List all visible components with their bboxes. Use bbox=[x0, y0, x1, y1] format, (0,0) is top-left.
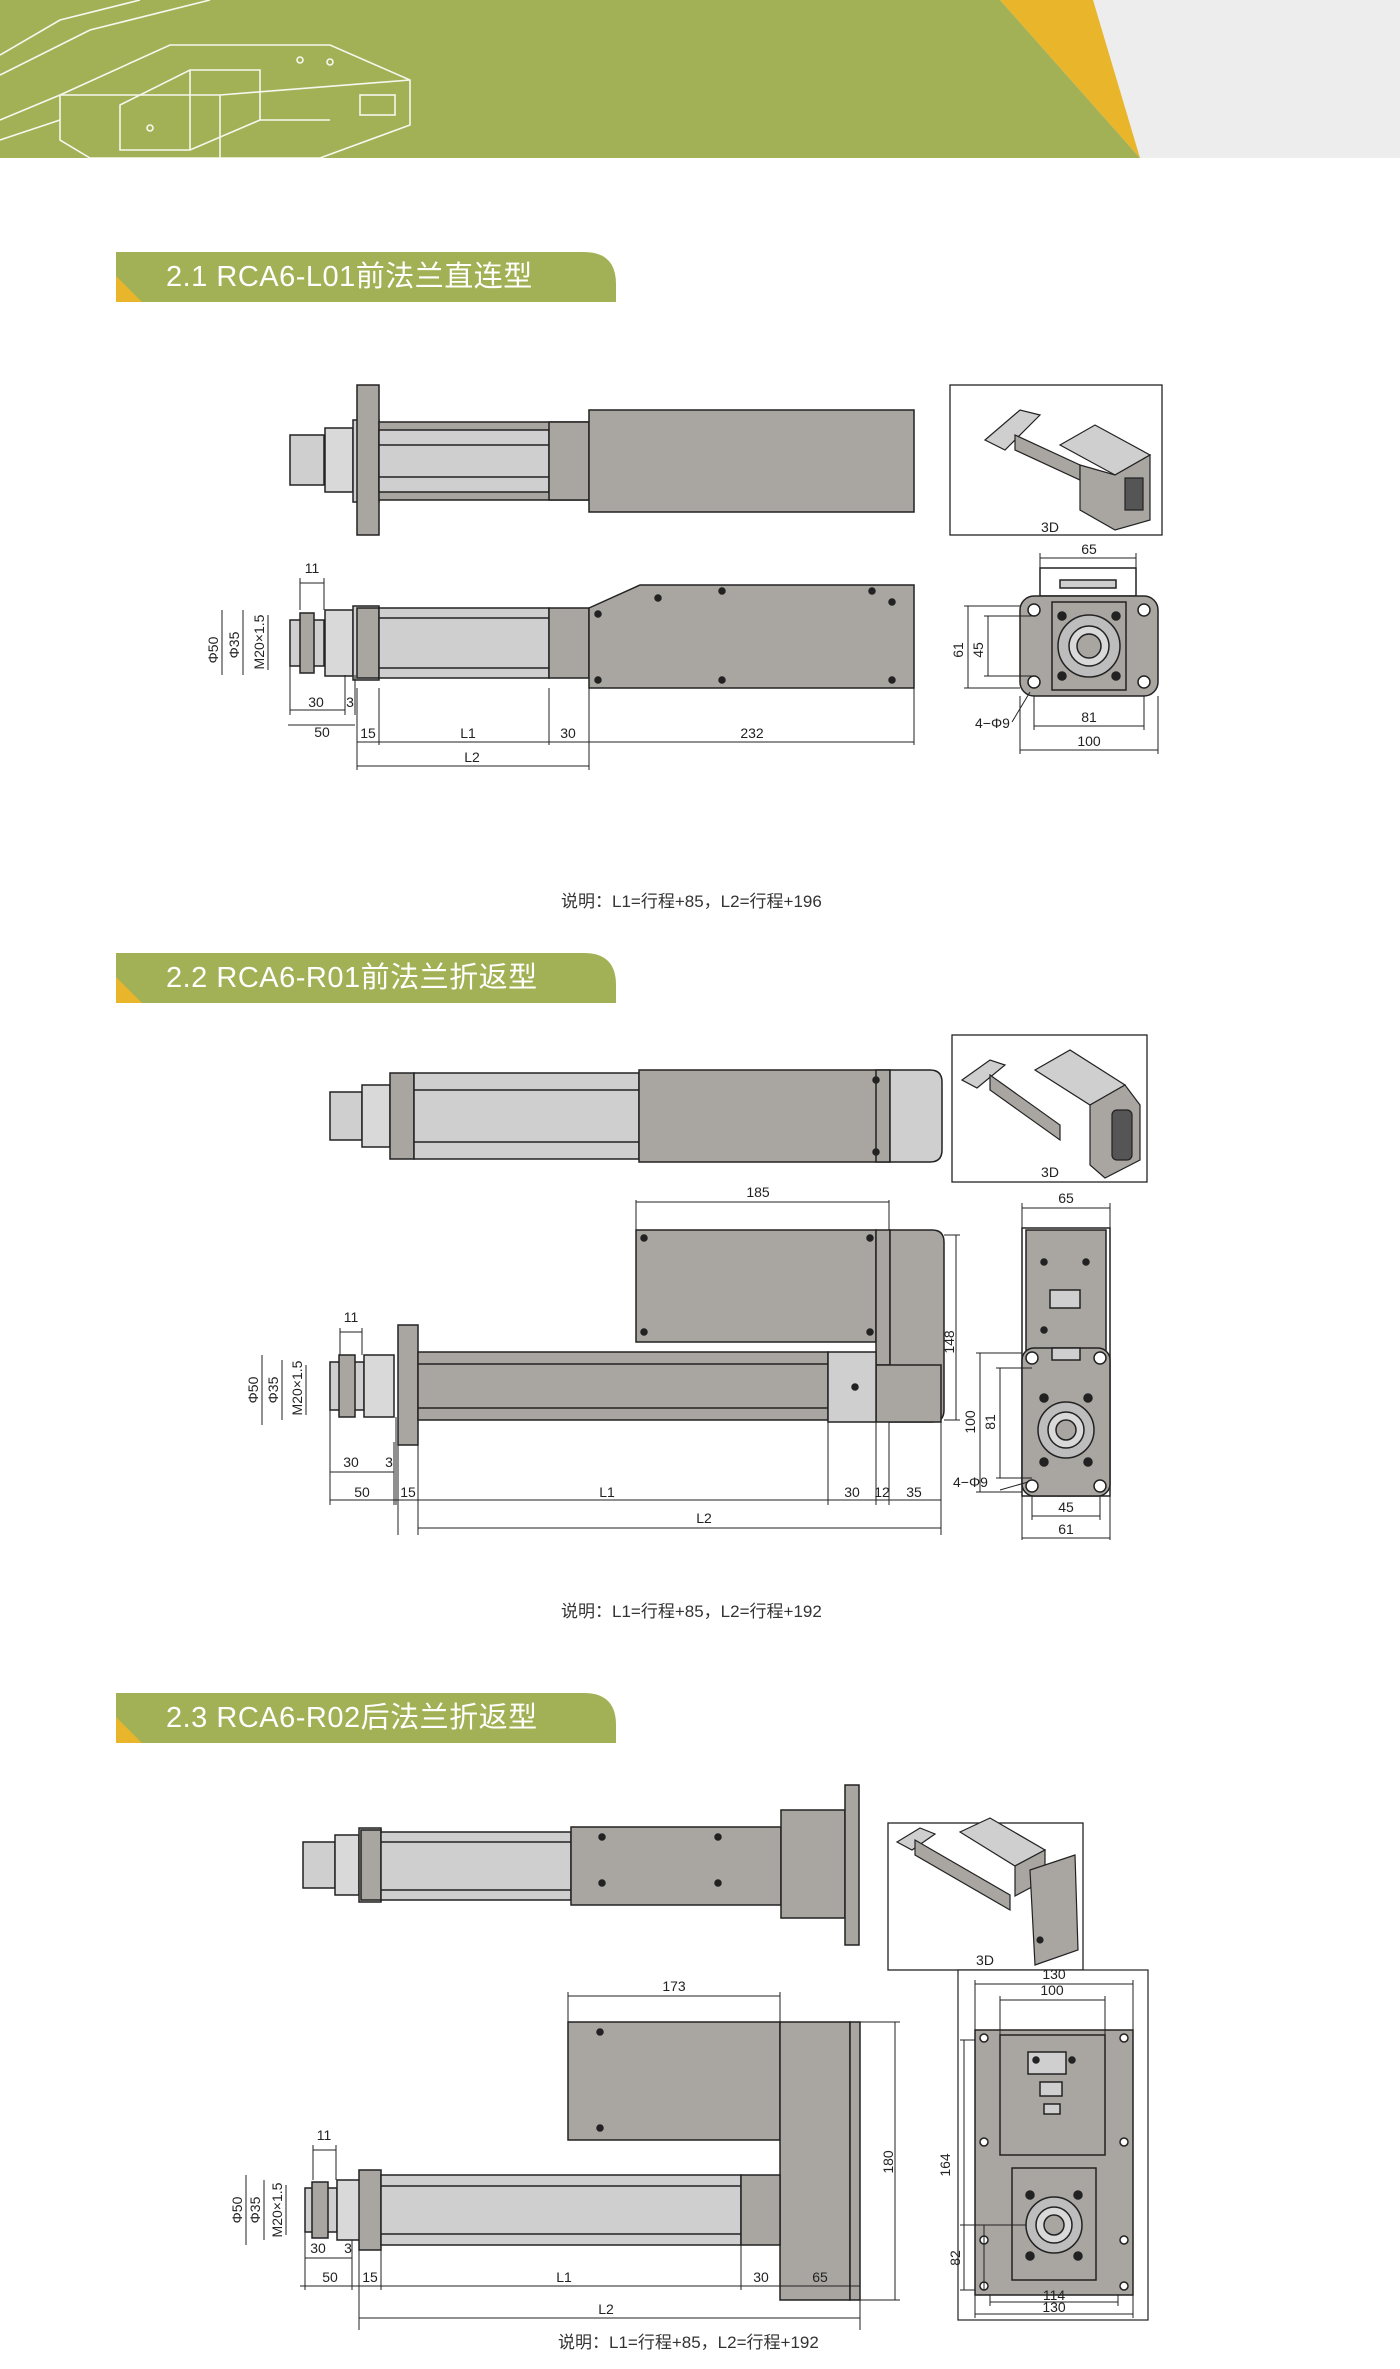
s2-dim-3: 3 bbox=[385, 1454, 393, 1470]
section-3-title: 2.3 RCA6-R02后法兰折返型 bbox=[166, 1702, 538, 1734]
s1-dim-30b: 30 bbox=[560, 725, 576, 741]
s3-dim-50b: 50 bbox=[322, 2269, 338, 2285]
section-1-drawing: 3D 11 Φ50 Φ35 M20×1.5 30 3 bbox=[205, 384, 1163, 770]
s1-dim-35: Φ35 bbox=[226, 631, 242, 658]
s2-3d-label: 3D bbox=[1041, 1164, 1059, 1180]
s1-end-dim-61: 61 bbox=[950, 642, 966, 658]
s2-dim-35b: 35 bbox=[906, 1484, 922, 1500]
s1-end-dim-65: 65 bbox=[1081, 541, 1097, 557]
s2-top-view bbox=[329, 1069, 943, 1163]
s1-dim-m20: M20×1.5 bbox=[251, 614, 267, 669]
s1-dim-l2: L2 bbox=[464, 749, 480, 765]
s3-3d-view bbox=[895, 1817, 1079, 1966]
banner-rail-illustration bbox=[0, 0, 411, 158]
s2-dim-15: 15 bbox=[400, 1484, 416, 1500]
s3-end-dim-130-top: 130 bbox=[1042, 1966, 1066, 1982]
section-2-note: 说明：L1=行程+85，L2=行程+192 bbox=[561, 1602, 822, 1621]
s1-end-view bbox=[1019, 567, 1159, 697]
header-banner bbox=[0, 0, 1400, 158]
s3-end-view bbox=[974, 2029, 1134, 2296]
s2-end-dim-61: 61 bbox=[1058, 1521, 1074, 1537]
s2-dim-148: 148 bbox=[941, 1330, 957, 1354]
s3-dim-3: 3 bbox=[344, 2240, 352, 2256]
s1-end-dim-100: 100 bbox=[1077, 733, 1101, 749]
s1-dim-11: 11 bbox=[305, 560, 320, 576]
section-1-header: 2.1 RCA6-L01前法兰直连型 bbox=[116, 252, 616, 302]
s1-end-dim-45: 45 bbox=[970, 642, 986, 658]
s1-dim-3: 3 bbox=[346, 694, 354, 710]
s2-dim-l2: L2 bbox=[696, 1510, 712, 1526]
s2-dim-m20: M20×1.5 bbox=[289, 1360, 305, 1415]
s3-dim-m20: M20×1.5 bbox=[269, 2182, 285, 2237]
s1-dim-50b: 50 bbox=[314, 724, 330, 740]
s1-side-view bbox=[289, 584, 915, 689]
s2-dim-50: Φ50 bbox=[245, 1376, 261, 1403]
section-1-note: 说明：L1=行程+85，L2=行程+196 bbox=[561, 892, 822, 911]
s1-dim-l1: L1 bbox=[460, 725, 476, 741]
section-3-note: 说明：L1=行程+85，L2=行程+192 bbox=[558, 2333, 819, 2352]
s2-end-dim-45: 45 bbox=[1058, 1499, 1074, 1515]
s2-dim-35: Φ35 bbox=[265, 1376, 281, 1403]
s3-dim-l2: L2 bbox=[598, 2301, 614, 2317]
s1-end-dim-4phi9: 4−Φ9 bbox=[975, 715, 1010, 731]
s2-end-dim-65: 65 bbox=[1058, 1190, 1074, 1206]
s3-dim-l1: L1 bbox=[556, 2269, 572, 2285]
s2-end-dim-81: 81 bbox=[982, 1414, 998, 1430]
s3-end-dim-164: 164 bbox=[937, 2153, 953, 2177]
s2-dim-30b: 30 bbox=[844, 1484, 860, 1500]
s1-end-dim-81: 81 bbox=[1081, 709, 1097, 725]
s3-end-dim-82: 82 bbox=[947, 2250, 963, 2266]
section-3-drawing: 3D 173 180 11 Φ50 Φ35 M20×1.5 30 3 50 15… bbox=[229, 1784, 1149, 2330]
section-3-header: 2.3 RCA6-R02后法兰折返型 bbox=[116, 1693, 616, 1743]
s3-end-dim-114: 114 bbox=[1043, 2287, 1066, 2303]
s2-dim-11: 11 bbox=[344, 1309, 359, 1325]
s1-top-view bbox=[289, 384, 915, 536]
s3-dim-180: 180 bbox=[880, 2150, 896, 2174]
section-1-title: 2.1 RCA6-L01前法兰直连型 bbox=[166, 261, 533, 293]
s2-3d-view bbox=[960, 1049, 1141, 1179]
s2-dim-12: 12 bbox=[874, 1484, 890, 1500]
s2-end-view bbox=[1021, 1227, 1111, 1497]
s1-3d-view bbox=[983, 409, 1152, 531]
s3-side-view bbox=[304, 2021, 861, 2301]
s1-3d-label: 3D bbox=[1041, 519, 1059, 535]
s3-end-dim-130-bottom: 130 bbox=[1042, 2299, 1066, 2315]
s3-dim-35: Φ35 bbox=[247, 2196, 263, 2223]
s2-side-view bbox=[329, 1229, 945, 1446]
s2-dim-185: 185 bbox=[746, 1184, 770, 1200]
s3-dim-50: Φ50 bbox=[229, 2196, 245, 2223]
s2-dim-30a: 30 bbox=[343, 1454, 359, 1470]
s2-dim-50b: 50 bbox=[354, 1484, 370, 1500]
s3-dim-15: 15 bbox=[362, 2269, 378, 2285]
s2-end-dim-100: 100 bbox=[962, 1410, 978, 1434]
s1-dim-232: 232 bbox=[740, 725, 764, 741]
s3-dim-30b: 30 bbox=[753, 2269, 769, 2285]
s1-dim-15: 15 bbox=[360, 725, 376, 741]
section-2-title: 2.2 RCA6-R01前法兰折返型 bbox=[166, 962, 538, 994]
s1-dim-30a: 30 bbox=[308, 694, 324, 710]
s3-top-view bbox=[302, 1784, 860, 1946]
s3-end-dim-100: 100 bbox=[1040, 1982, 1064, 1998]
s2-end-dim-4phi9: 4−Φ9 bbox=[953, 1474, 988, 1490]
section-2-drawing: 3D 185 148 11 Φ50 Φ35 M20×1.5 30 3 50 1 bbox=[245, 1034, 1148, 1540]
s3-dim-65: 65 bbox=[812, 2269, 828, 2285]
s1-dim-50: Φ50 bbox=[205, 636, 221, 663]
s2-dim-l1: L1 bbox=[599, 1484, 615, 1500]
s3-dim-173: 173 bbox=[662, 1978, 686, 1994]
s3-dim-11: 11 bbox=[317, 2127, 332, 2143]
s3-dim-30a: 30 bbox=[310, 2240, 326, 2256]
s3-3d-label: 3D bbox=[976, 1952, 994, 1968]
section-2-header: 2.2 RCA6-R01前法兰折返型 bbox=[116, 953, 616, 1003]
